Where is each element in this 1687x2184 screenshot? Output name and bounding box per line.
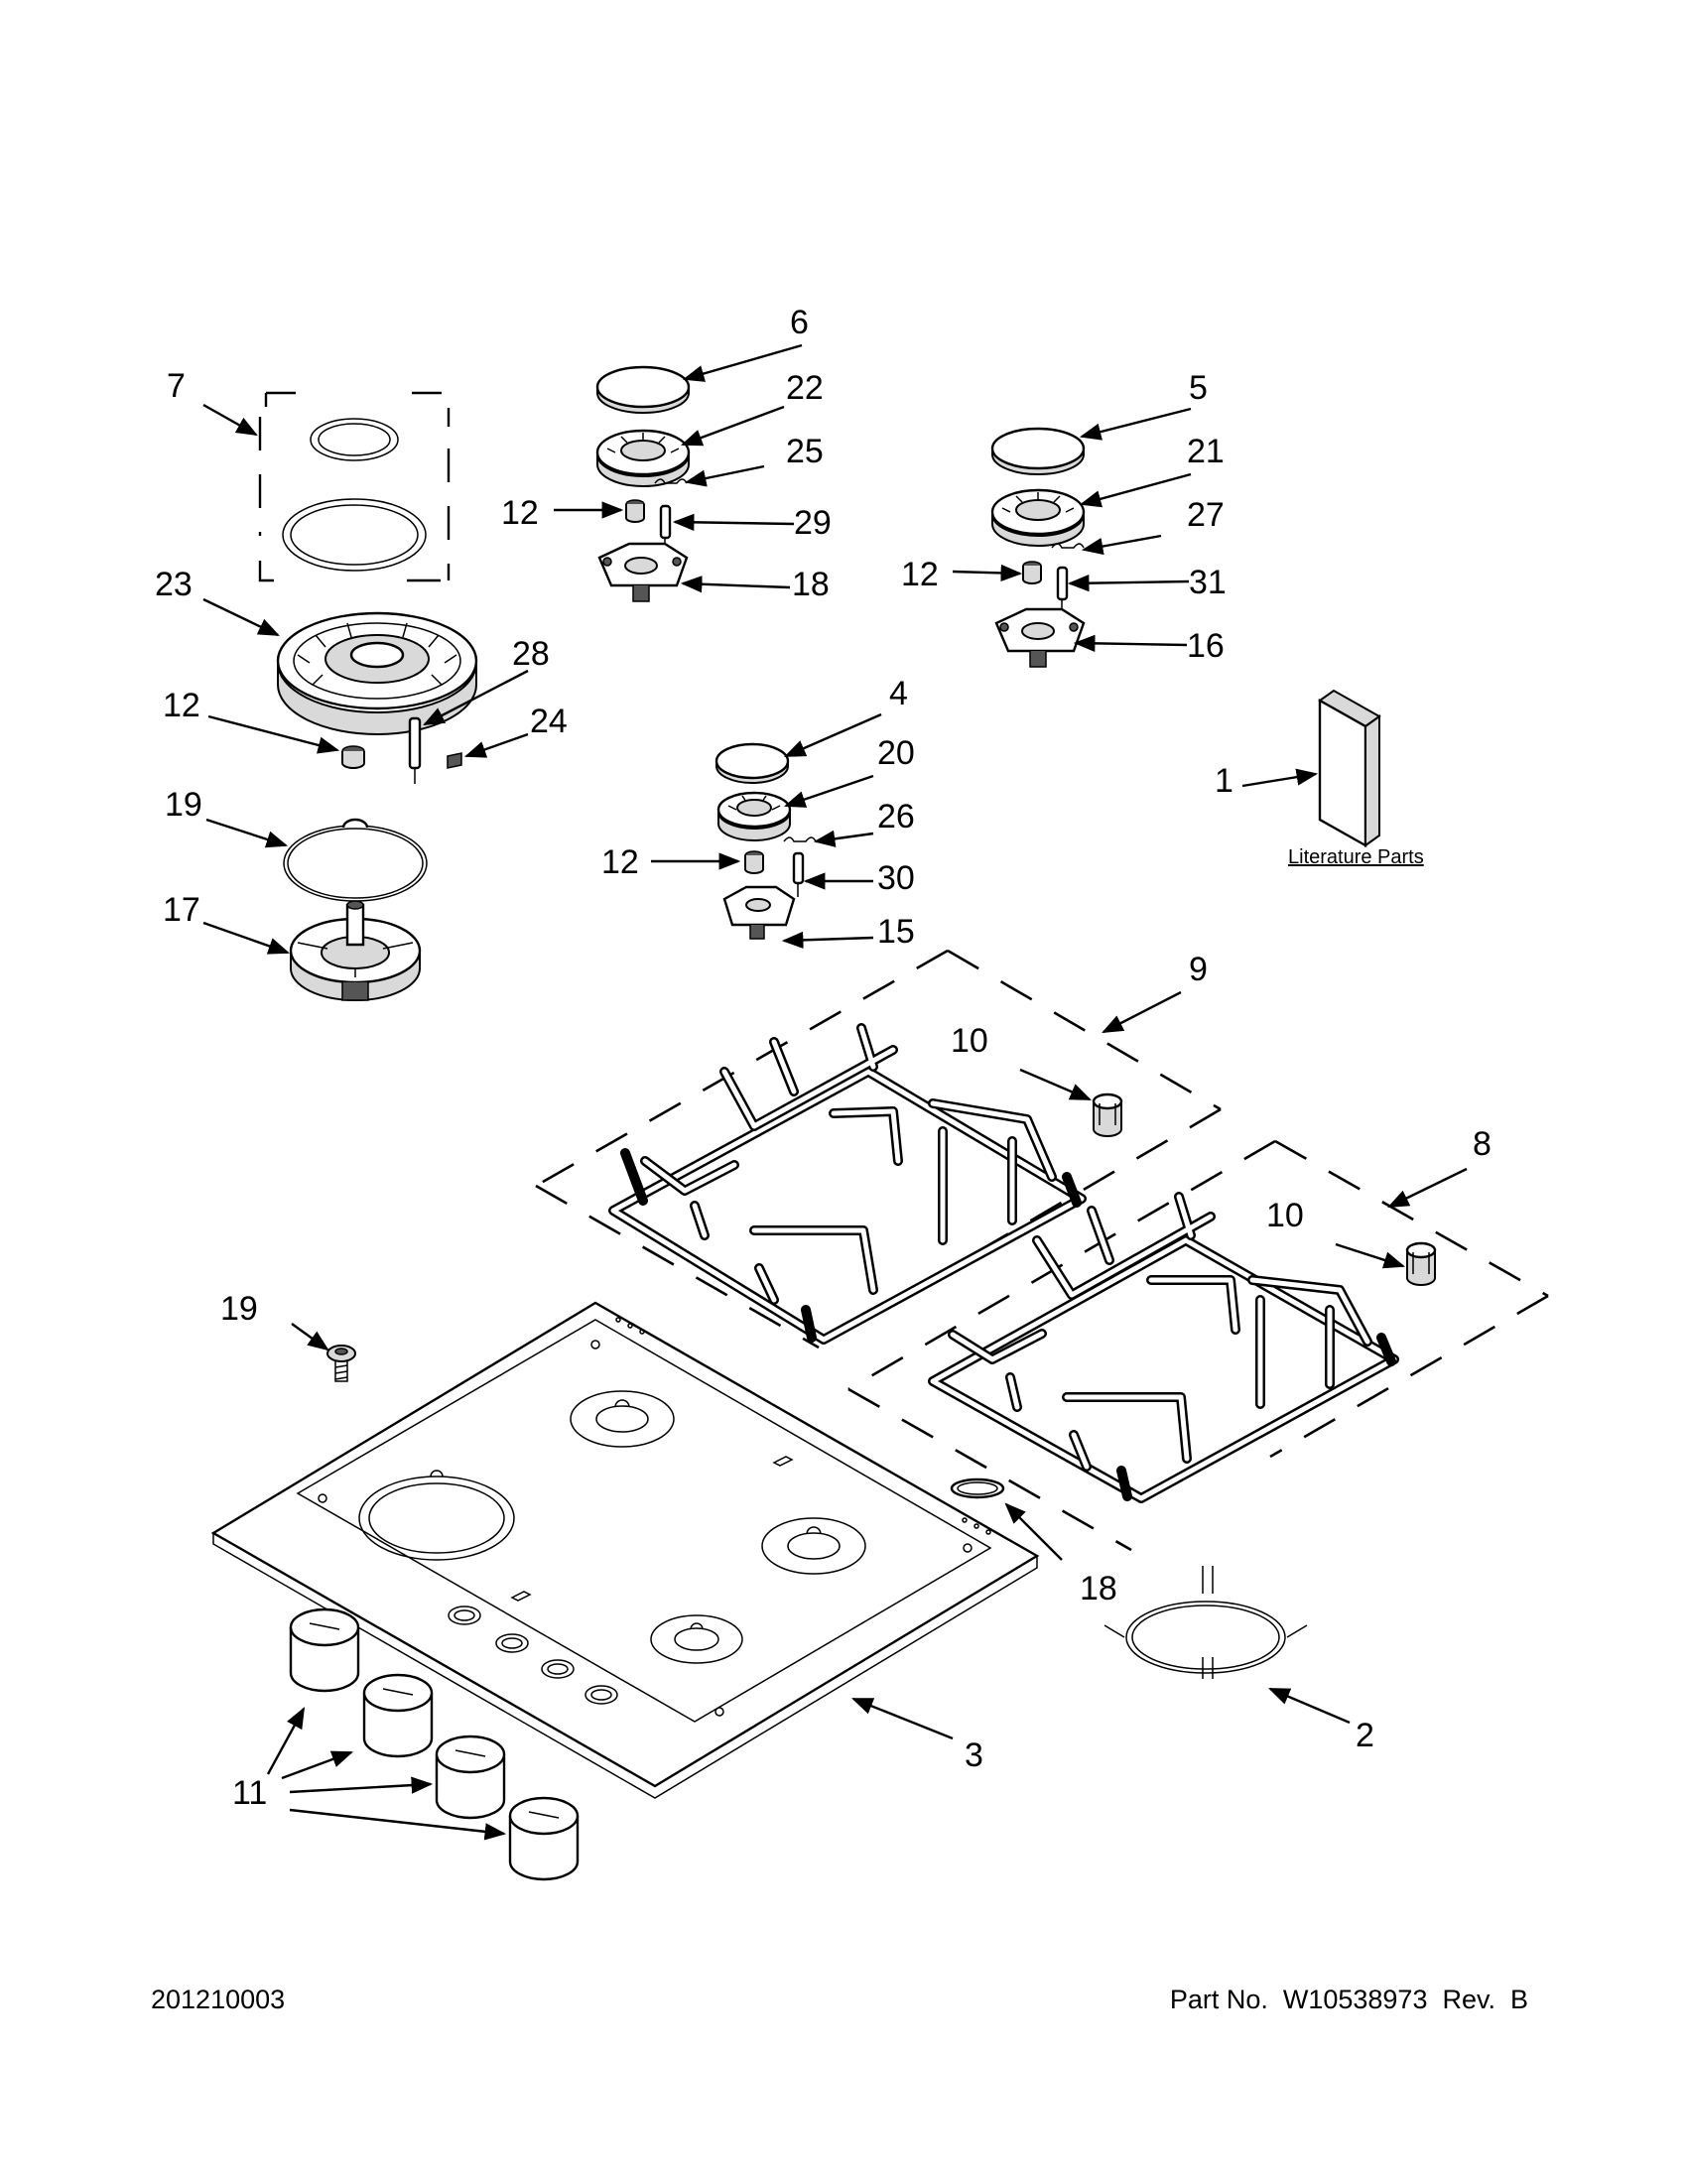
part-3-cooktop	[210, 1301, 1040, 1799]
callout-1: 1	[1215, 762, 1233, 800]
part-19-screw	[326, 1345, 356, 1382]
callout-11: 11	[232, 1774, 267, 1812]
part-6-cap	[595, 365, 691, 414]
callout-2: 2	[1356, 1717, 1374, 1754]
part-31-electrode	[1056, 566, 1069, 613]
callout-13: 15	[877, 913, 915, 951]
part-21-burner-head	[990, 488, 1086, 547]
callout-10: 10	[951, 1022, 988, 1060]
part-16-burner-base	[597, 542, 689, 602]
callout-22: 22	[786, 369, 824, 407]
part-15-burner-housing	[289, 900, 422, 1001]
callout-26: 26	[877, 798, 915, 835]
part-29-electrode	[659, 504, 672, 552]
literature-parts-label: Literature Parts	[1288, 846, 1424, 868]
part-14-burner-base	[994, 607, 1086, 668]
part-2-wok-ring	[1103, 1566, 1308, 1679]
callout-24: 24	[530, 703, 568, 740]
callout-29: 29	[794, 504, 832, 542]
part-9-grate-left	[535, 949, 1222, 1349]
part-22-burner-head	[595, 429, 691, 487]
callout-23: 23	[155, 566, 193, 603]
callout-18-label: 18	[1080, 1570, 1117, 1607]
part-12-top-right-nozzle	[1022, 561, 1042, 584]
part-10-foot-upper	[1092, 1092, 1123, 1137]
part-5-cap	[990, 427, 1086, 475]
part-1-literature	[1318, 689, 1381, 848]
part-24-clip	[447, 752, 462, 769]
callout-12: 12	[501, 494, 539, 532]
callout-25: 25	[786, 433, 824, 470]
callout-21: 21	[1187, 433, 1225, 470]
callout-20: 20	[877, 734, 915, 772]
callout-27: 27	[1187, 496, 1225, 534]
callout-labels: 6 22 25 12 29 18 5 21 27 12 31 16 7 23 1…	[155, 304, 1492, 1812]
callout-3: 3	[965, 1736, 983, 1774]
callout-10: 10	[1266, 1197, 1304, 1234]
callout-5: 5	[1189, 369, 1208, 407]
callout-4: 4	[889, 675, 908, 712]
callout-28: 28	[512, 635, 550, 673]
part-26-spring	[783, 836, 817, 842]
part-18-trim	[950, 1477, 1005, 1499]
part-25-spring	[654, 478, 688, 484]
part-8-grate-right	[847, 1139, 1549, 1552]
part-11-knob-4	[508, 1796, 580, 1881]
callout-8: 8	[1473, 1125, 1492, 1163]
part-30-electrode	[792, 851, 805, 897]
part-11-knob-3	[435, 1734, 506, 1820]
callout-16: 18	[792, 566, 830, 603]
part-12-mid-top-nozzle	[625, 499, 645, 523]
part-27-spring	[1051, 543, 1085, 549]
callout-14: 16	[1187, 627, 1225, 665]
part-28-electrode	[408, 716, 422, 784]
callout-17: 19	[165, 786, 202, 824]
callout-31: 31	[1189, 564, 1227, 601]
callout-30: 30	[877, 859, 915, 897]
callout-15: 17	[163, 891, 200, 929]
part-12-left-nozzle	[341, 745, 365, 769]
part-13-burner-base	[722, 885, 796, 940]
footer-part-number: Part No. W10538973 Rev. B	[1169, 1985, 1528, 2014]
part-20-burner-head	[716, 791, 792, 841]
footer-diagram-id: 201210003	[151, 1985, 286, 2014]
part-12-middle-nozzle	[744, 850, 764, 874]
callout-9: 9	[1189, 951, 1208, 988]
callout-7: 7	[167, 367, 186, 405]
part-11-knob-1	[289, 1607, 360, 1693]
part-4-cap	[714, 742, 790, 784]
callout-12: 12	[163, 687, 200, 724]
callout-12: 12	[601, 843, 639, 881]
part-7-trim-rings	[258, 391, 451, 582]
callout-19-label: 19	[220, 1290, 258, 1328]
part-10-foot-lower	[1405, 1241, 1437, 1286]
callout-12: 12	[901, 556, 939, 593]
callout-6: 6	[790, 304, 809, 341]
part-11-knob-2	[362, 1673, 434, 1758]
part-17-gasket	[283, 818, 428, 902]
leader-arrows	[202, 343, 1468, 1841]
part-23-large-burner	[276, 611, 478, 735]
